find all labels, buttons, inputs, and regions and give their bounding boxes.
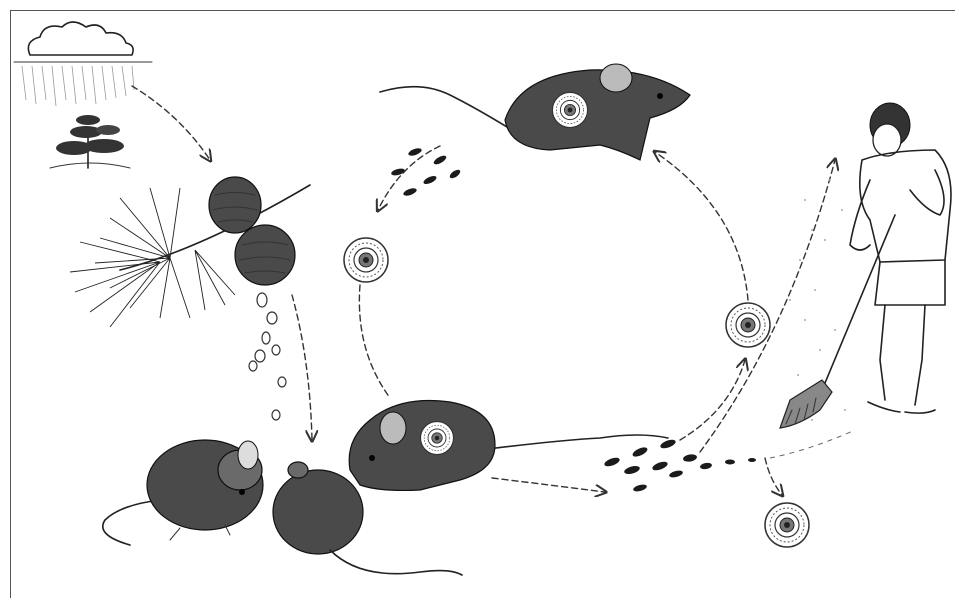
virus-icon-left (344, 238, 388, 282)
pine-cone-icon (70, 177, 310, 327)
virus-icon-right (726, 303, 770, 347)
mouse-icon-middle (349, 400, 668, 490)
virus-icon-bottom (765, 503, 809, 547)
rain-cloud-icon (14, 22, 152, 106)
arrow-cones-to-mice (292, 295, 312, 440)
arrow-droppings-to-virus-bottom (765, 458, 782, 495)
person-broom-icon (780, 103, 951, 428)
droppings-icon-bottom (603, 438, 756, 493)
dust-trail (770, 430, 855, 458)
arrow-virus-to-top-mouse (655, 152, 748, 300)
arrow-middle-mouse-to-droppings (492, 478, 605, 492)
pine-tree-icon (50, 115, 130, 168)
arrow-rain-to-cones (132, 86, 210, 160)
mouse-icon-top (380, 64, 690, 160)
seed-icon (249, 293, 286, 420)
mouse-icon-eating-left (103, 440, 263, 545)
arrow-virus-to-middle-mouse (359, 285, 390, 398)
